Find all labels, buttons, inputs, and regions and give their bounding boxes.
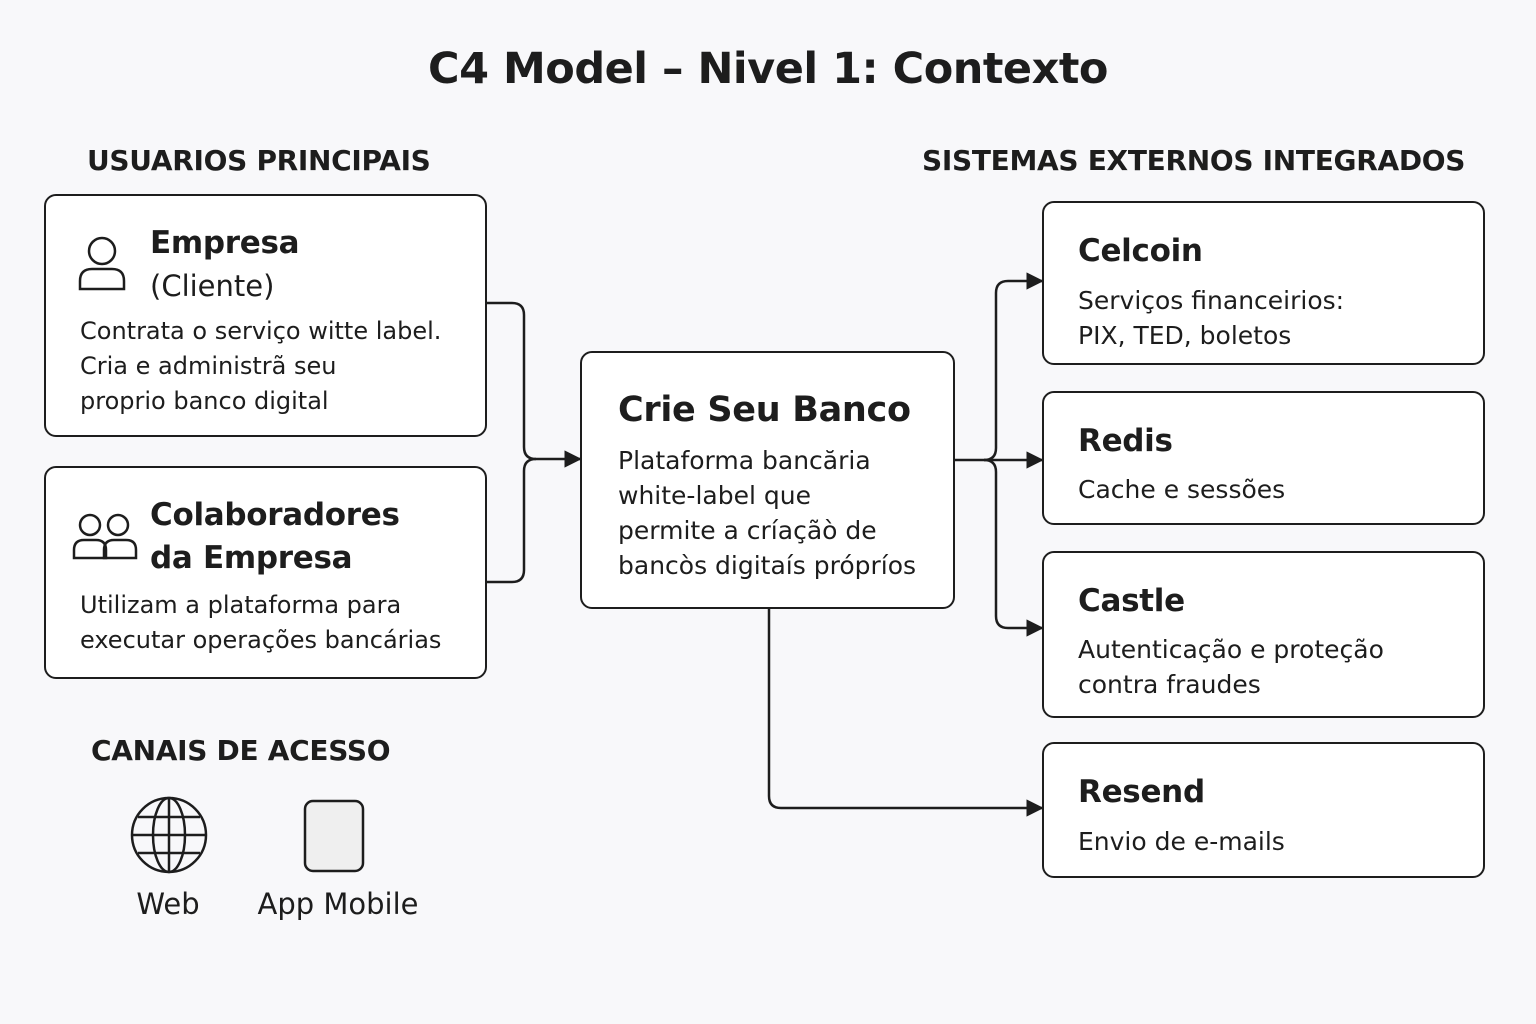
external-card-castle[interactable]: Castle Autenticação e proteção contra fr… <box>1042 551 1485 718</box>
external-desc-line: contra fraudes <box>1078 670 1261 699</box>
external-desc-line: PIX, TED, boletos <box>1078 321 1292 350</box>
system-desc-line: permite a críaçãò de <box>618 516 877 545</box>
user-title: Colaboradores <box>150 497 400 533</box>
user-card-colaboradores[interactable]: Colaboradores da Empresa Utilizam a plat… <box>44 466 487 679</box>
connector-system-to-celcoin <box>955 272 1044 462</box>
system-title: Crie Seu Banco <box>618 390 911 430</box>
connector-empresa-to-system <box>487 301 582 468</box>
external-card-redis[interactable]: Redis Cache e sessões <box>1042 391 1485 525</box>
section-channels-label: CANAIS DE ACESSO <box>91 734 391 767</box>
user-title: Empresa <box>150 225 300 261</box>
user-subtitle: (Cliente) <box>150 269 275 303</box>
section-users-label: USUARIOS PRINCIPAIS <box>87 144 431 177</box>
external-title: Redis <box>1078 423 1173 459</box>
user-desc-line: Contrata o serviço witte label. <box>80 317 442 345</box>
channel-web-label: Web <box>136 887 200 921</box>
globe-icon <box>130 796 208 874</box>
external-desc-line: Cache e sessões <box>1078 475 1286 504</box>
system-desc-line: white-label que <box>618 481 811 510</box>
system-desc-line: Plataforma bancăria <box>618 446 871 475</box>
external-card-celcoin[interactable]: Celcoin Serviços financeirios: PIX, TED,… <box>1042 201 1485 365</box>
system-desc-line: bancòs digitaís própríos <box>618 551 917 580</box>
user-desc-line: Cria e administrã seu <box>80 352 337 380</box>
connector-colaboradores-to-system <box>487 457 537 584</box>
user-desc-line: Utilizam a plataforma para <box>80 591 402 619</box>
user-desc-line: executar operações bancárias <box>80 626 442 654</box>
section-external-label: SISTEMAS EXTERNOS INTEGRADOS <box>922 144 1466 177</box>
external-desc-line: Serviços financeirios: <box>1078 286 1345 315</box>
people-icon <box>72 513 138 560</box>
channel-mobile-label: App Mobile <box>257 887 419 921</box>
external-title: Castle <box>1078 583 1185 619</box>
external-desc-line: Envio de e-mails <box>1078 827 1285 856</box>
external-title: Resend <box>1078 774 1205 810</box>
external-desc-line: Autenticação e proteção <box>1078 635 1384 664</box>
external-card-resend[interactable]: Resend Envio de e-mails <box>1042 742 1485 878</box>
system-card-crie-seu-banco[interactable]: Crie Seu Banco Plataforma bancăria white… <box>580 351 955 609</box>
connector-system-to-castle <box>983 458 1044 637</box>
person-icon <box>78 236 126 291</box>
mobile-icon <box>303 799 365 873</box>
user-card-empresa[interactable]: Empresa (Cliente) Contrata o serviço wit… <box>44 194 487 437</box>
user-title: da Empresa <box>150 540 353 576</box>
connector-system-to-resend <box>767 609 1044 817</box>
page-title: C4 Model – Nivel 1: Contexto <box>428 44 1108 94</box>
user-desc-line: proprio banco digital <box>80 387 329 415</box>
external-title: Celcoin <box>1078 233 1203 269</box>
